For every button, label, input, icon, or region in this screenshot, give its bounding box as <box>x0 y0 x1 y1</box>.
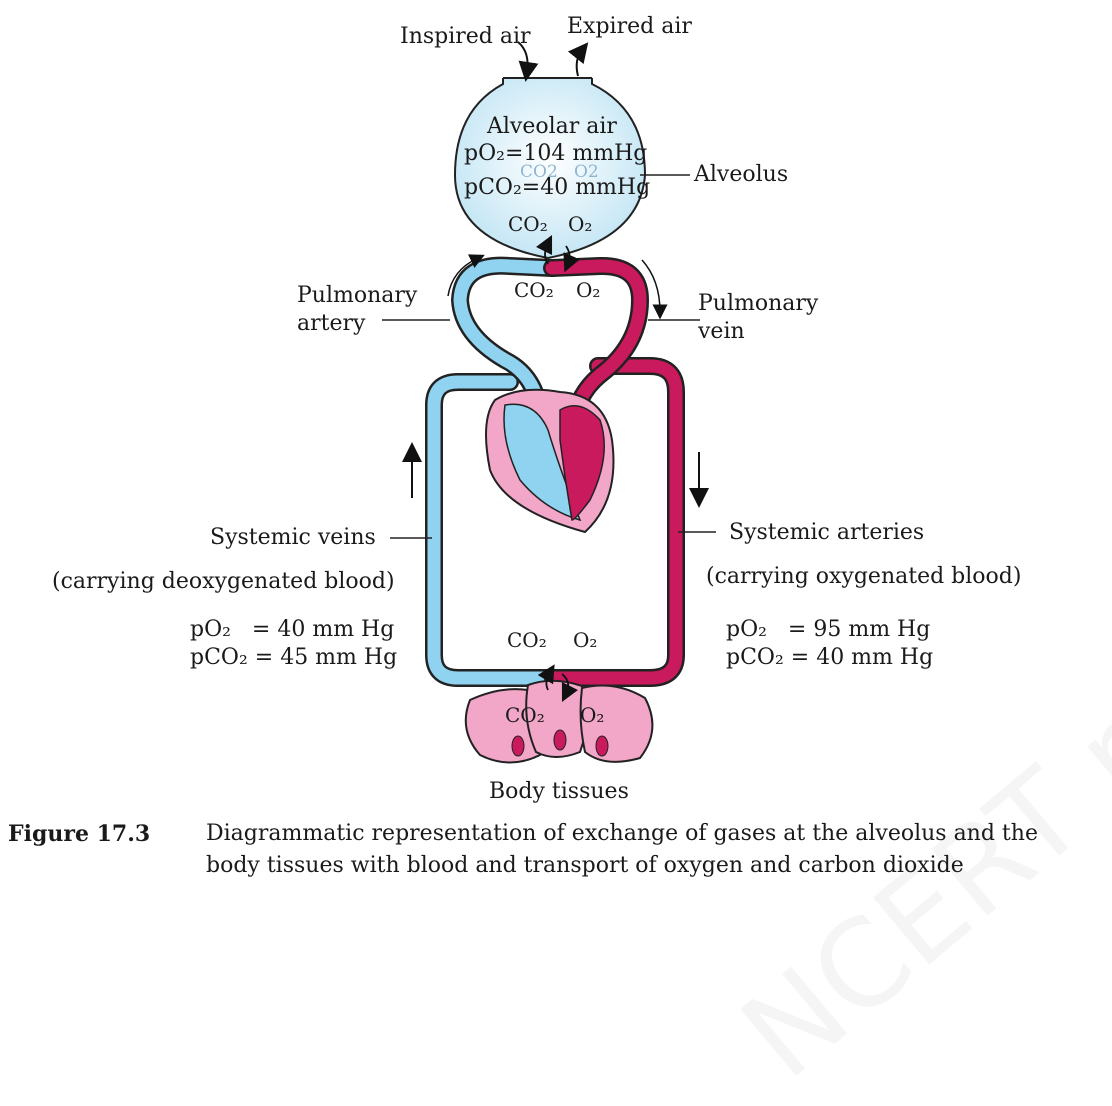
nucleus-icon <box>553 729 567 751</box>
diagram: NCERT not to be republished Inspired air… <box>8 0 1112 1106</box>
capillary-o2-label: O₂ <box>576 278 601 302</box>
expired-arrow-icon <box>567 42 589 77</box>
alveolus-label: Alveolus <box>694 162 789 187</box>
heart-right-chamber <box>503 403 582 522</box>
body-tissues-label: Body tissues <box>489 779 629 804</box>
faint-o2-label: O2 <box>574 162 599 182</box>
circulation-diagram <box>382 41 716 764</box>
alveolus-o2-label: O₂ <box>568 212 593 236</box>
faint-co2-label: CO2 <box>520 162 558 182</box>
capillary-co2-label: CO₂ <box>514 278 554 302</box>
co2-arrow-icon <box>537 664 555 691</box>
pulmonary-artery-label: Pulmonary artery <box>297 283 418 336</box>
figure-caption: Figure 17.3 Diagrammatic representation … <box>8 818 1108 878</box>
arteries-po2-label: pO₂ = 95 mm Hg <box>726 617 931 642</box>
systemic-arteries-label: Systemic arteries <box>729 520 925 545</box>
veins-pco2-label: pCO₂ = 45 mm Hg <box>190 645 398 670</box>
nucleus-icon <box>595 735 609 757</box>
tissue-o2-label: O₂ <box>580 703 605 727</box>
alveolar-po2-label: pO₂=104 mmHg <box>464 141 648 166</box>
figure-caption-text: Diagrammatic representation of exchange … <box>206 821 1038 878</box>
alveolus-co2-label: CO₂ <box>508 212 548 236</box>
o2-arrow-icon <box>561 673 579 703</box>
alveolar-air-label: Alveolar air <box>487 114 617 139</box>
inspired-arrow-icon <box>517 41 539 82</box>
alveolus-sac <box>453 78 647 260</box>
inspired-air-label: Inspired air <box>400 24 531 49</box>
arteries-pco2-label: pCO₂ = 40 mm Hg <box>726 645 934 670</box>
tissue-top-co2-label: CO₂ <box>507 628 547 652</box>
nucleus-icon <box>511 735 525 757</box>
pulmonary-vein-label: Pulmonary vein <box>698 291 819 344</box>
expired-air-label: Expired air <box>567 14 692 39</box>
o2-arrow-icon <box>563 245 580 273</box>
systemic-arteries-note: (carrying oxygenated blood) <box>706 564 1022 589</box>
tissue-co2-label: CO₂ <box>505 703 545 727</box>
veins-po2-label: pO₂ = 40 mm Hg <box>190 617 395 642</box>
systemic-veins-label: Systemic veins <box>210 525 376 550</box>
flow-arrow-icon <box>447 254 485 297</box>
flow-arrow-icon <box>641 259 668 320</box>
tissue-top-o2-label: O₂ <box>573 628 598 652</box>
heart-left-chamber <box>559 405 605 521</box>
figure-number: Figure 17.3 <box>8 821 151 847</box>
co2-arrow-icon <box>535 234 553 265</box>
systemic-veins-note: (carrying deoxygenated blood) <box>52 569 395 594</box>
alveolar-pco2-label: pCO₂=40 mmHg <box>464 175 651 200</box>
